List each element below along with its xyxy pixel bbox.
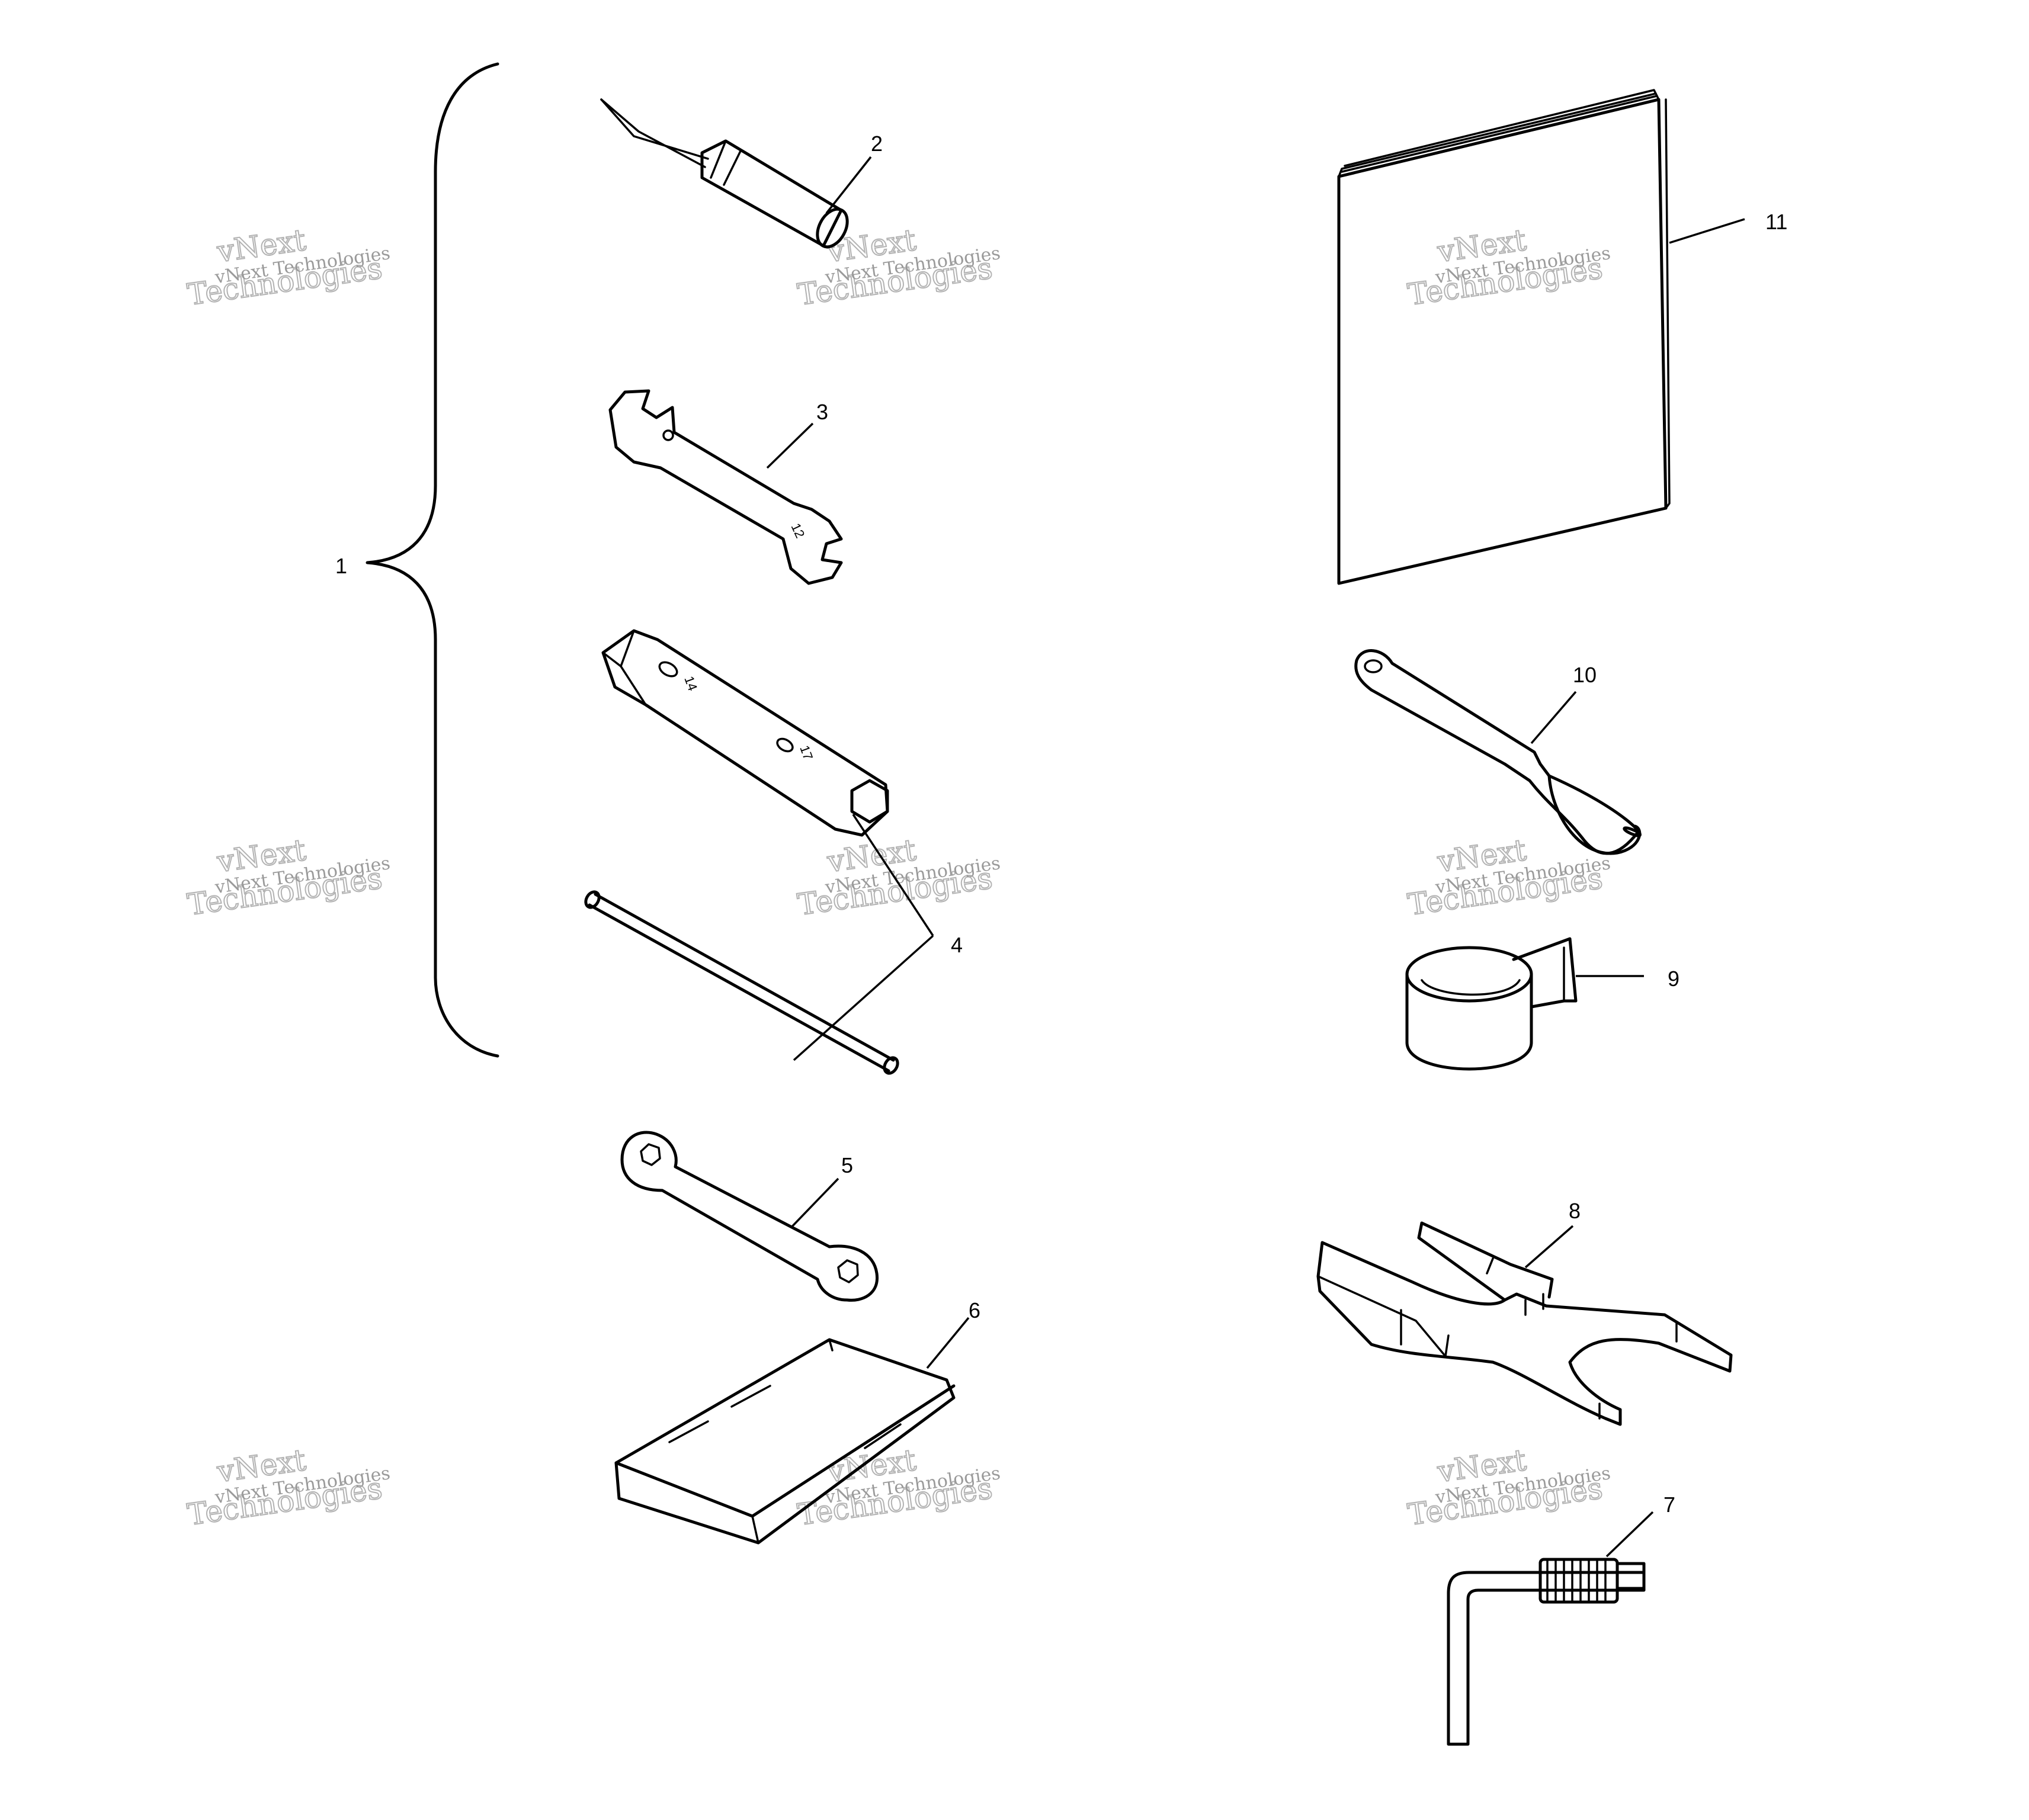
callout-7: 7 [1663, 1492, 1675, 1517]
callout-2: 2 [871, 131, 883, 156]
watermark: vNext Technologies vNext Technologies [795, 222, 1002, 313]
callout-8: 8 [1569, 1199, 1581, 1223]
watermark: vNext Technologies vNext Technologies [1405, 222, 1612, 313]
leader-6 [926, 1317, 970, 1369]
kit-brace [366, 62, 499, 1058]
leader-2 [825, 156, 872, 214]
tool-pouch [614, 1338, 956, 1545]
leader-10 [1530, 691, 1577, 744]
watermark: vNext Technologies vNext Technologies [1405, 1442, 1612, 1533]
svg-text:12: 12 [788, 521, 807, 541]
callout-1: 1 [335, 554, 347, 578]
watermark: vNext Technologies vNext Technologies [185, 222, 392, 313]
leader-5 [790, 1177, 839, 1229]
leader-3 [766, 422, 814, 469]
callout-6: 6 [969, 1298, 980, 1323]
watermark: vNext Technologies vNext Technologies [795, 1442, 1002, 1533]
tape-roll [1405, 937, 1578, 1071]
leader-11 [1669, 218, 1745, 244]
open-end-wrench: 12 [608, 389, 843, 585]
svg-text:17: 17 [797, 743, 816, 762]
screwdriver [600, 98, 849, 249]
svg-text:14: 14 [681, 674, 700, 693]
leader-4 [793, 814, 934, 1061]
tommy-bar [584, 890, 899, 1075]
watermark: vNext Technologies vNext Technologies [795, 832, 1002, 923]
callout-11: 11 [1765, 210, 1787, 234]
callout-5: 5 [841, 1153, 853, 1177]
callout-4: 4 [951, 933, 963, 957]
hook-spanner [1354, 649, 1642, 855]
watermark: vNext Technologies vNext Technologies [185, 1442, 392, 1533]
fork-tool [1316, 1221, 1733, 1426]
callout-3: 3 [816, 400, 828, 424]
leader-7 [1605, 1511, 1654, 1558]
watermark: vNext Technologies vNext Technologies [185, 832, 392, 923]
box-wrench: 14 17 [601, 629, 889, 837]
hex-key [1447, 1558, 1646, 1746]
owners-manual [1337, 89, 1671, 585]
callout-9: 9 [1668, 967, 1679, 991]
watermarks: vNext Technologies vNext Technologies vN… [185, 222, 1612, 1533]
ring-spanner [620, 1131, 879, 1302]
callout-10: 10 [1573, 663, 1597, 687]
leader-8 [1524, 1225, 1574, 1269]
